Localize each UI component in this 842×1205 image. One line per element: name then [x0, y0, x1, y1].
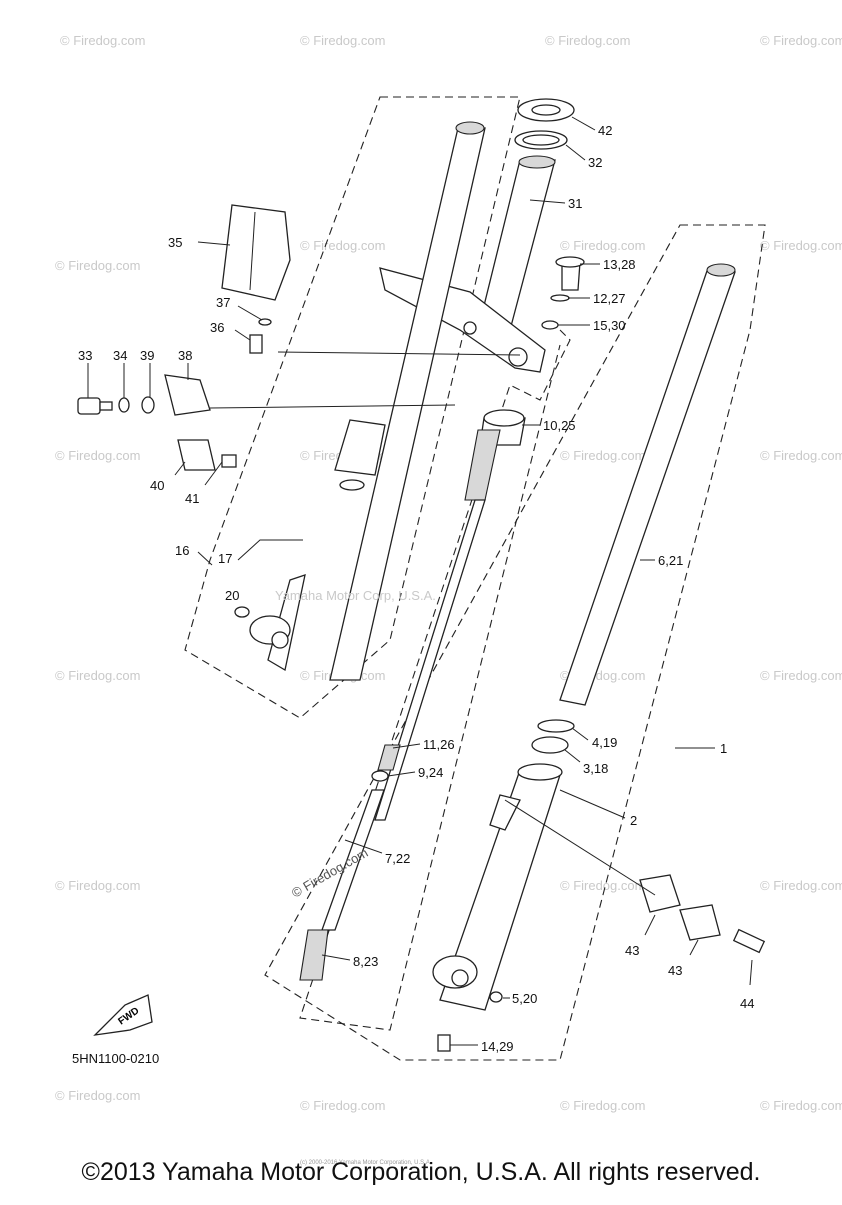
callout-label: 31	[568, 196, 582, 211]
tile-watermark: © Firedog.com	[55, 448, 140, 463]
holder-40	[177, 439, 216, 471]
tile-watermark: © Firedog.com	[300, 238, 385, 253]
left-hardware	[77, 204, 291, 471]
tile-watermark: © Firedog.com	[760, 448, 842, 463]
right-fork-outline	[264, 224, 766, 1061]
bolt-41	[221, 454, 237, 468]
callout-label: 35	[168, 235, 182, 250]
callout-label: 20	[225, 588, 239, 603]
spring-upper	[464, 429, 501, 501]
damper-rod	[374, 499, 486, 821]
left-fork-assembly	[234, 121, 486, 681]
tile-watermark: © Firedog.com	[560, 1098, 645, 1113]
diagram-code: 5HN1100-0210	[72, 1051, 159, 1066]
callout-label: 43	[625, 943, 639, 958]
callout-label: 34	[113, 348, 127, 363]
tile-watermark: © Firedog.com	[760, 878, 842, 893]
copyright-footer: ©2013 Yamaha Motor Corporation, U.S.A. A…	[81, 1158, 761, 1186]
callout-labels: 42 32 31 13,28 12,27 15,30 10,25 6,21 35…	[78, 123, 754, 1054]
spring-11-26	[377, 744, 401, 771]
holder-43a	[639, 874, 681, 913]
clip-4-19	[537, 719, 575, 733]
rod-7-22	[321, 789, 385, 931]
tile-watermark: © Firedog.com	[760, 238, 842, 253]
washer-37	[258, 318, 272, 326]
callout-label: 41	[185, 491, 199, 506]
callout-label: 6,21	[658, 553, 683, 568]
left-fork-outline	[184, 96, 521, 719]
callout-label: 12,27	[593, 291, 626, 306]
callout-label: 38	[178, 348, 192, 363]
callout-label: 37	[216, 295, 230, 310]
tile-watermark: © Firedog.com	[300, 1098, 385, 1113]
inner-fork-outline	[299, 329, 571, 1031]
bolt-33	[77, 397, 101, 415]
steering-stem-group	[477, 98, 575, 331]
washer-34	[118, 397, 130, 413]
inner-fork-assembly	[299, 409, 526, 981]
callout-label: 43	[668, 963, 682, 978]
bolt-36	[249, 334, 263, 354]
fwd-arrow-icon	[93, 994, 153, 1036]
tile-watermark: © Firedog.com	[760, 1098, 842, 1113]
tile-watermark: © Firedog.com	[55, 668, 140, 683]
callout-label: 7,22	[385, 851, 410, 866]
callout-label: 17	[218, 551, 232, 566]
leader-lines	[87, 116, 753, 1046]
washer-39	[141, 396, 155, 414]
callout-label: 9,24	[418, 765, 443, 780]
callout-label: 11,26	[423, 737, 455, 752]
callout-label: 3,18	[583, 761, 608, 776]
tile-watermark: © Firedog.com	[55, 1088, 140, 1103]
steering-shaft-31	[477, 159, 556, 331]
tile-watermark: © Firedog.com	[55, 258, 140, 273]
right-fork-assembly	[432, 256, 766, 1052]
callout-label: 40	[150, 478, 164, 493]
center-watermark: Yamaha Motor Corp, U.S.A.	[275, 588, 436, 603]
fineprint: (c) 2000-2016 Yamaha Motor Corporation, …	[300, 1160, 432, 1166]
callout-label: 4,19	[592, 735, 617, 750]
callout-label: 44	[740, 996, 754, 1011]
bolt-44	[732, 928, 766, 954]
callout-label: 15,30	[593, 318, 626, 333]
callout-label: 10,25	[543, 418, 576, 433]
tile-watermark: © Firedog.com	[760, 668, 842, 683]
callout-label: 5,20	[512, 991, 537, 1006]
callout-label: 14,29	[481, 1039, 514, 1054]
spring-8-23	[299, 929, 329, 981]
seal-3-18	[531, 736, 569, 754]
tile-watermark: © Firedog.com	[55, 878, 140, 893]
callout-label: 36	[210, 320, 224, 335]
o-ring-12-27	[550, 294, 570, 302]
tile-watermark: © Firedog.com	[300, 33, 385, 48]
callout-label: 16	[175, 543, 189, 558]
assembly-outlines	[184, 96, 766, 1061]
tile-watermark: © Firedog.com	[60, 33, 145, 48]
callout-label: 13,28	[603, 257, 636, 272]
callout-label: 32	[588, 155, 602, 170]
callout-label: 1	[720, 741, 727, 756]
callout-label: 33	[78, 348, 92, 363]
guard-35	[221, 204, 291, 301]
tile-watermark: © Firedog.com	[760, 33, 842, 48]
clamp-38	[164, 374, 211, 416]
tile-watermark: © Firedog.com	[560, 238, 645, 253]
tile-watermark: © Firedog.com	[545, 33, 630, 48]
callout-label: 42	[598, 123, 612, 138]
fwd-arrow: FWD	[93, 994, 153, 1036]
callout-label: 2	[630, 813, 637, 828]
tile-watermark: © Firedog.com	[560, 878, 645, 893]
washer-20	[234, 606, 250, 618]
site-watermark: © Firedog.com	[289, 845, 371, 901]
fork-boot-17	[334, 419, 386, 476]
washer-15-30	[541, 320, 559, 330]
bolt-14-29	[437, 1034, 451, 1052]
callout-label: 8,23	[353, 954, 378, 969]
holder-43b	[679, 904, 721, 941]
callout-label: 39	[140, 348, 154, 363]
ring-9-24	[371, 770, 389, 782]
tile-watermark: © Firedog.com	[560, 448, 645, 463]
washer-5-20	[489, 991, 503, 1003]
